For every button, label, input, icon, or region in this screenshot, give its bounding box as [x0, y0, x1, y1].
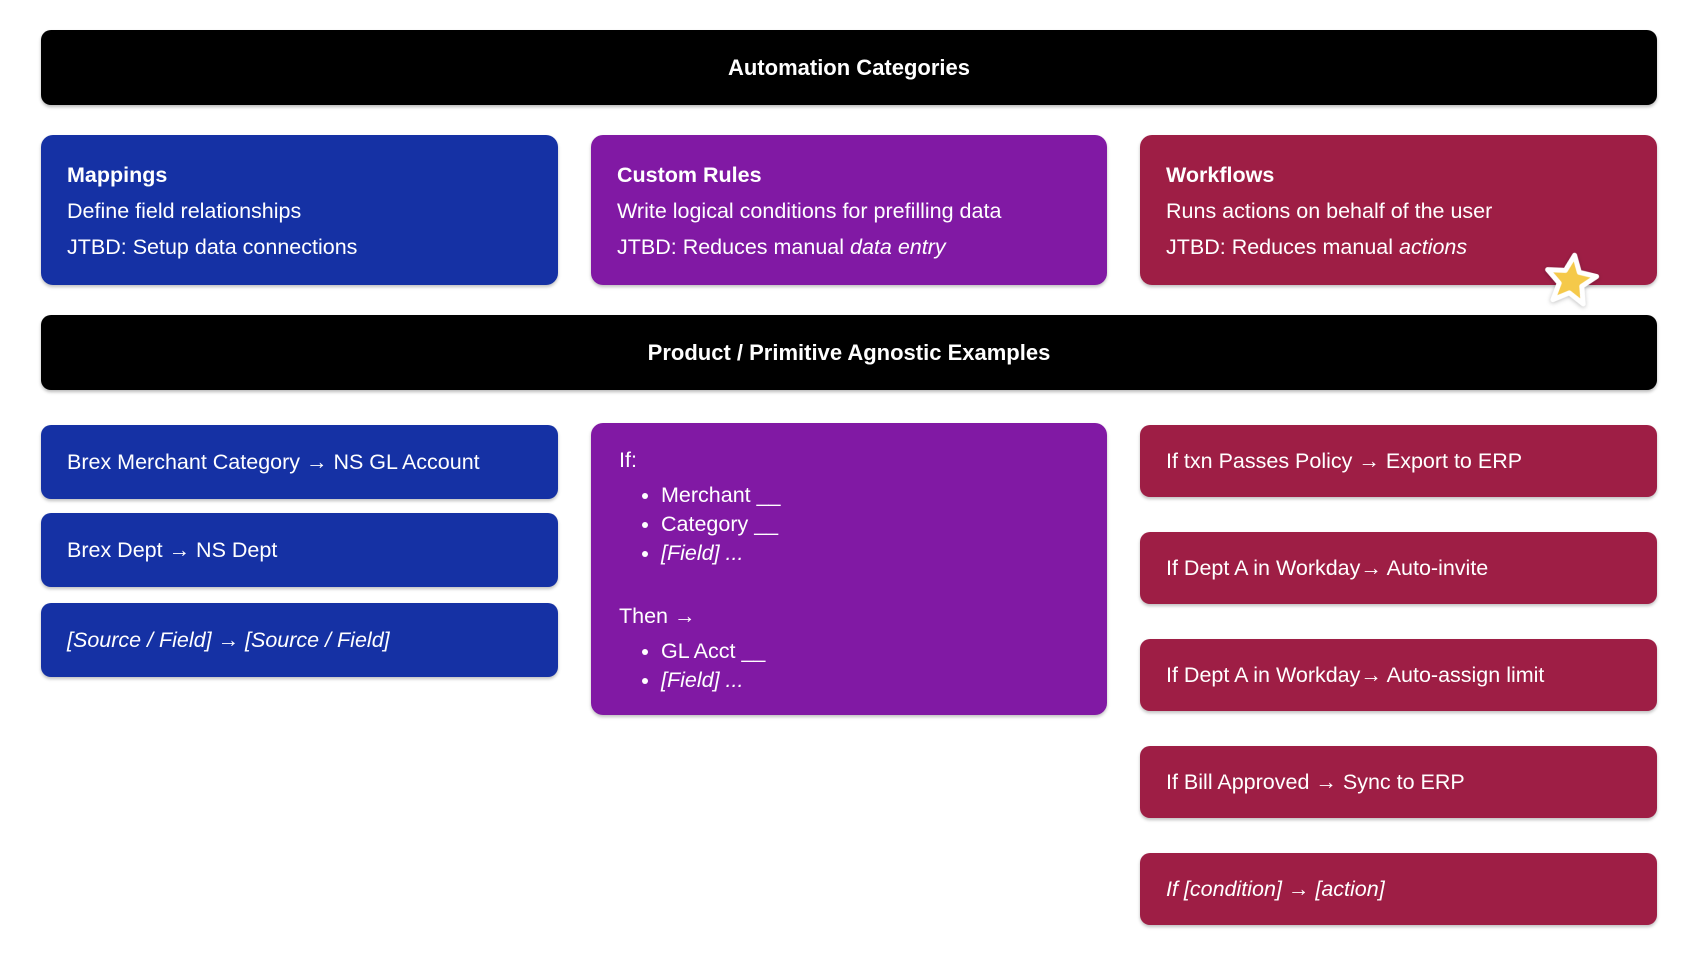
- jtbd-italic-text: actions: [1399, 235, 1468, 259]
- header-automation-categories: Automation Categories: [41, 30, 1657, 105]
- example-text: Brex Merchant Category → NS GL Account: [67, 449, 480, 474]
- mapping-example-source-field-placeholder: [Source / Field] → [Source / Field]: [41, 603, 558, 677]
- star-icon: [1537, 247, 1605, 315]
- rules-if-item: Category __: [661, 510, 1079, 538]
- workflow-example-auto-invite: If Dept A in Workday→ Auto-invite: [1140, 532, 1657, 604]
- jtbd-italic-text: data entry: [850, 235, 946, 259]
- example-text: If Dept A in Workday→ Auto-assign limit: [1166, 662, 1545, 687]
- rules-then-item: GL Acct __: [661, 637, 1079, 665]
- category-description-workflows: Runs actions on behalf of the user: [1166, 199, 1493, 223]
- rules-then-item-placeholder: [Field] ...: [661, 666, 1079, 694]
- rules-then-list: GL Acct __ [Field] ...: [619, 637, 1079, 694]
- mapping-example-merchant-category: Brex Merchant Category → NS GL Account: [41, 425, 558, 499]
- example-text: [Source / Field] → [Source / Field]: [67, 627, 390, 652]
- jtbd-text: JTBD: Reduces manual: [1166, 235, 1400, 259]
- category-title-mappings: Mappings: [67, 163, 168, 187]
- category-title-workflows: Workflows: [1166, 163, 1275, 187]
- category-jtbd-custom-rules: JTBD: Reduces manual data entry: [617, 229, 1081, 265]
- category-description-custom-rules: Write logical conditions for prefilling …: [617, 199, 1002, 223]
- workflow-example-condition-action-placeholder: If [condition] → [action]: [1140, 853, 1657, 925]
- example-text: Brex Dept → NS Dept: [67, 537, 278, 562]
- rules-if-list: Merchant __ Category __ [Field] ...: [619, 481, 1079, 567]
- header-product-examples-title: Product / Primitive Agnostic Examples: [647, 339, 1051, 365]
- workflow-example-auto-assign-limit: If Dept A in Workday→ Auto-assign limit: [1140, 639, 1657, 711]
- category-title-custom-rules: Custom Rules: [617, 163, 762, 187]
- category-description-mappings: Define field relationships: [67, 199, 302, 223]
- jtbd-text: JTBD: Reduces manual: [617, 235, 851, 259]
- rules-if-item: Merchant __: [661, 481, 1079, 509]
- example-text: If txn Passes Policy → Export to ERP: [1166, 448, 1523, 473]
- example-text: If Bill Approved → Sync to ERP: [1166, 769, 1465, 794]
- header-product-examples: Product / Primitive Agnostic Examples: [41, 315, 1657, 390]
- workflow-example-sync-erp: If Bill Approved → Sync to ERP: [1140, 746, 1657, 818]
- mapping-example-dept: Brex Dept → NS Dept: [41, 513, 558, 587]
- rules-if-item-placeholder: [Field] ...: [661, 539, 1079, 567]
- example-text: If [condition] → [action]: [1166, 876, 1385, 901]
- rules-if-label: If:: [619, 448, 637, 472]
- category-card-mappings: Mappings Define field relationships JTBD…: [41, 135, 558, 285]
- header-automation-categories-title: Automation Categories: [727, 54, 971, 80]
- category-jtbd-workflows: JTBD: Reduces manual actions: [1166, 229, 1631, 265]
- category-card-custom-rules: Custom Rules Write logical conditions fo…: [591, 135, 1107, 285]
- workflow-example-export-erp: If txn Passes Policy → Export to ERP: [1140, 425, 1657, 497]
- category-card-workflows: Workflows Runs actions on behalf of the …: [1140, 135, 1657, 285]
- jtbd-text: JTBD: Setup data connections: [67, 235, 358, 259]
- example-text: If Dept A in Workday→ Auto-invite: [1166, 555, 1489, 580]
- custom-rules-example-card: If: Merchant __ Category __ [Field] ... …: [591, 423, 1107, 715]
- rules-then-label: Then →: [619, 604, 696, 628]
- category-jtbd-mappings: JTBD: Setup data connections: [67, 229, 532, 265]
